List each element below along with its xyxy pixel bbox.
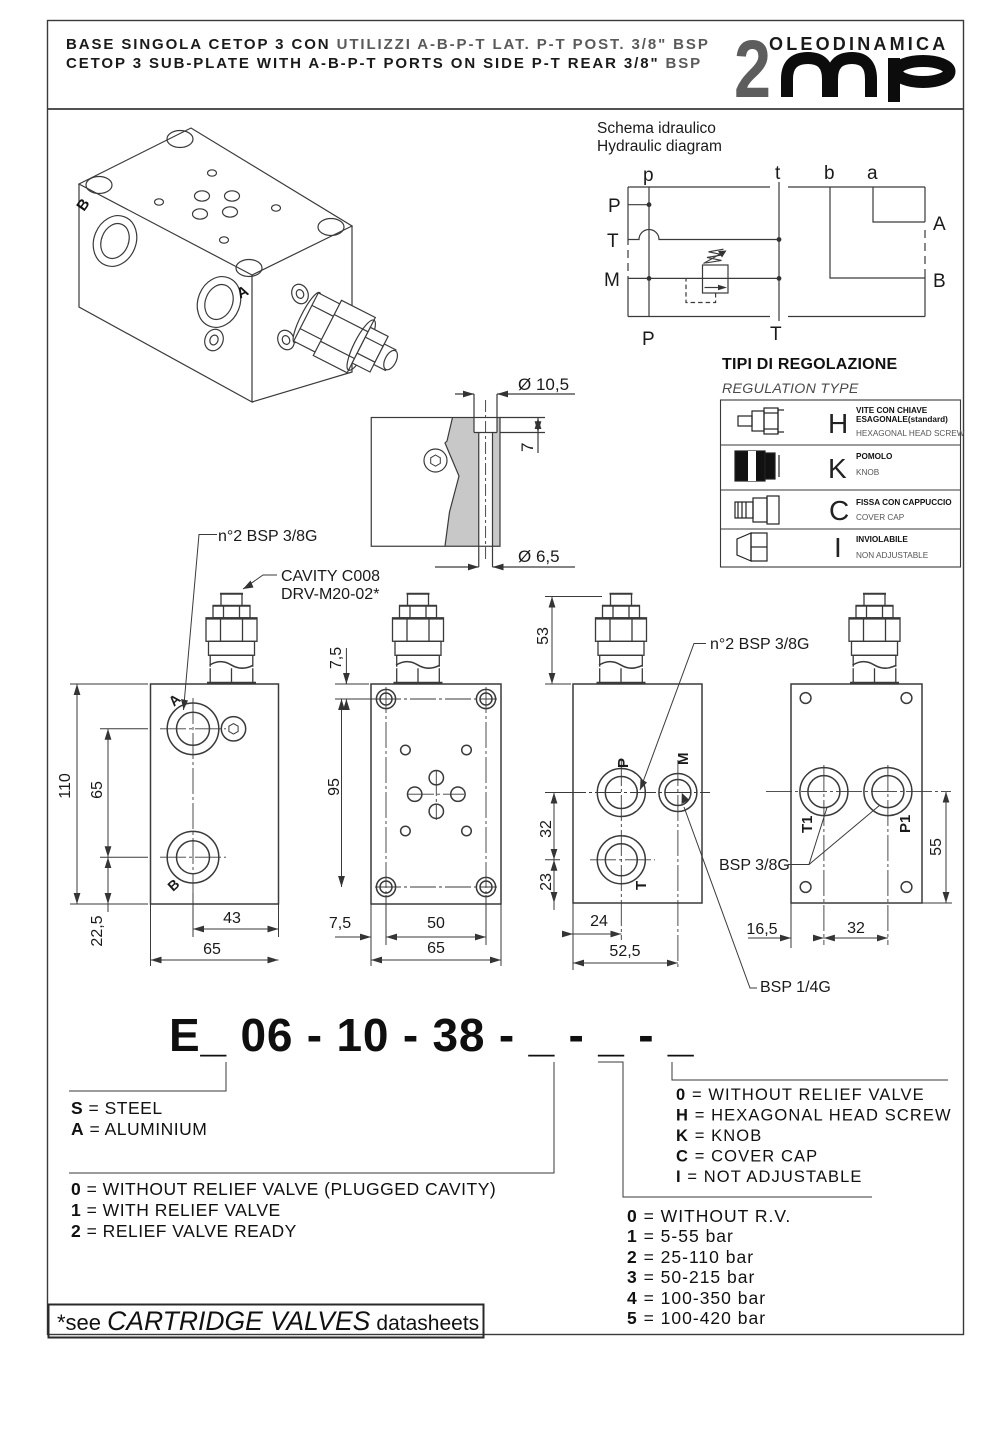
svg-text:H = HEXAGONAL HEAD SCREW: H = HEXAGONAL HEAD SCREW [676,1107,952,1125]
svg-text:110: 110 [57,773,74,799]
svg-text:7,5: 7,5 [328,647,345,669]
svg-text:p: p [643,165,654,186]
svg-text:M: M [675,753,692,766]
svg-text:n°2 BSP 3/8G: n°2 BSP 3/8G [710,636,810,653]
svg-text:C: C [829,495,849,526]
svg-text:BSP 1/4G: BSP 1/4G [760,979,831,996]
svg-text:P: P [615,758,632,768]
svg-text:T: T [633,881,650,890]
svg-text:Schema idraulico: Schema idraulico [597,120,716,137]
svg-text:I = NOT ADJUSTABLE: I = NOT ADJUSTABLE [676,1168,863,1186]
svg-text:Ø 10,5: Ø 10,5 [518,375,569,394]
svg-text:0 = WITHOUT RELIEF VALVE: 0 = WITHOUT RELIEF VALVE [676,1086,925,1104]
svg-text:OLEODINAMICA: OLEODINAMICA [769,34,948,54]
svg-text:n°2 BSP 3/8G: n°2 BSP 3/8G [218,528,318,545]
svg-text:ESAGONALE(standard): ESAGONALE(standard) [856,415,948,424]
svg-text:Ø 6,5: Ø 6,5 [518,547,560,566]
svg-text:2 = 25-110 bar: 2 = 25-110 bar [627,1247,754,1267]
svg-text:*see CARTRIDGE VALVES datashee: *see CARTRIDGE VALVES datasheets [57,1306,479,1336]
svg-text:A: A [933,214,946,235]
svg-text:C = COVER CAP: C = COVER CAP [676,1148,818,1166]
svg-text:0 = WITHOUT R.V.: 0 = WITHOUT R.V. [627,1206,791,1226]
svg-text:52,5: 52,5 [609,943,640,960]
svg-text:23: 23 [538,873,555,891]
svg-text:BASE SINGOLA CETOP 3 CON UTILI: BASE SINGOLA CETOP 3 CON UTILIZZI A-B-P-… [66,36,710,53]
svg-text:CAVITY C008: CAVITY C008 [281,568,380,585]
svg-text:32: 32 [847,920,865,937]
svg-text:T: T [607,231,619,252]
svg-text:2: 2 [734,24,771,115]
svg-text:50: 50 [427,915,445,932]
svg-text:E_ 06 - 10 - 38 - _ - _ - _: E_ 06 - 10 - 38 - _ - _ - _ [169,1009,694,1061]
svg-text:53: 53 [535,627,552,645]
svg-text:0 = WITHOUT RELIEF VALVE (PLUG: 0 = WITHOUT RELIEF VALVE (PLUGGED CAVITY… [71,1179,496,1199]
svg-text:22,5: 22,5 [89,915,106,946]
svg-text:CETOP 3 SUB-PLATE WITH A-B-P-T: CETOP 3 SUB-PLATE WITH A-B-P-T PORTS ON … [66,55,702,72]
svg-text:NON ADJUSTABLE: NON ADJUSTABLE [856,551,929,560]
svg-text:K = KNOB: K = KNOB [676,1127,762,1145]
svg-text:FISSA CON CAPPUCCIO: FISSA CON CAPPUCCIO [856,498,952,507]
svg-text:2 = RELIEF VALVE READY: 2 = RELIEF VALVE READY [71,1221,297,1241]
svg-text:Hydraulic diagram: Hydraulic diagram [597,138,722,155]
svg-text:P: P [642,329,655,350]
svg-text:KNOB: KNOB [856,468,880,477]
svg-text:TIPI DI REGOLAZIONE: TIPI DI REGOLAZIONE [722,356,897,373]
svg-text:16,5: 16,5 [746,921,777,938]
svg-text:M: M [604,270,620,291]
svg-text:3 = 50-215 bar: 3 = 50-215 bar [627,1267,755,1287]
svg-text:P1: P1 [897,815,914,833]
svg-text:K: K [828,453,847,484]
svg-text:7: 7 [518,443,537,452]
svg-text:B: B [933,271,946,292]
svg-text:5 = 100-420 bar: 5 = 100-420 bar [627,1308,766,1328]
svg-text:POMOLO: POMOLO [856,452,893,461]
svg-text:REGULATION TYPE: REGULATION TYPE [722,381,859,397]
svg-text:1 = WITH RELIEF VALVE: 1 = WITH RELIEF VALVE [71,1200,281,1220]
svg-text:T: T [770,324,782,345]
svg-text:55: 55 [928,838,945,856]
svg-text:65: 65 [203,941,221,958]
svg-text:a: a [867,163,878,184]
svg-text:A = ALUMINIUM: A = ALUMINIUM [71,1119,207,1139]
svg-text:VITE CON CHIAVE: VITE CON CHIAVE [856,406,928,415]
svg-text:b: b [824,163,835,184]
svg-text:T1: T1 [799,815,816,833]
svg-text:H: H [828,408,848,439]
svg-text:1 = 5-55 bar: 1 = 5-55 bar [627,1226,734,1246]
svg-text:7,5: 7,5 [329,915,351,932]
svg-text:95: 95 [326,778,343,796]
svg-text:S = STEEL: S = STEEL [71,1098,163,1118]
svg-text:HEXAGONAL HEAD SCREW: HEXAGONAL HEAD SCREW [856,429,965,438]
svg-text:COVER CAP: COVER CAP [856,513,905,522]
svg-text:BSP 3/8G: BSP 3/8G [719,857,790,874]
svg-text:24: 24 [590,913,608,930]
svg-text:4 = 100-350 bar: 4 = 100-350 bar [627,1288,766,1308]
svg-text:INVIOLABILE: INVIOLABILE [856,535,908,544]
svg-text:65: 65 [427,940,445,957]
svg-text:P: P [608,196,621,217]
svg-text:DRV-M20-02*: DRV-M20-02* [281,586,379,603]
svg-text:43: 43 [223,910,241,927]
svg-text:I: I [834,532,842,563]
svg-text:t: t [775,163,781,184]
svg-text:65: 65 [89,781,106,799]
svg-text:32: 32 [538,820,555,838]
